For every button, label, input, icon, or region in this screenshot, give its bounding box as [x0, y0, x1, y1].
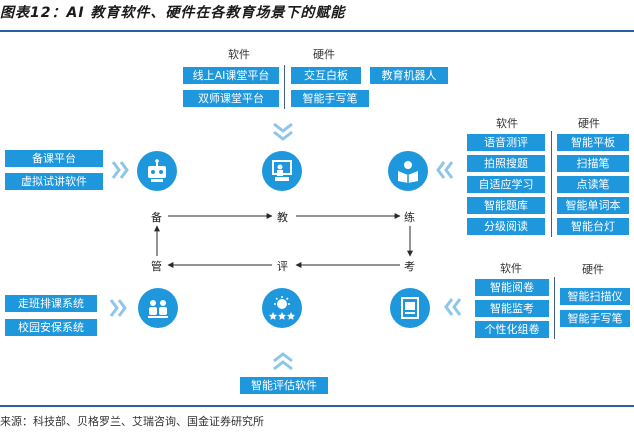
top-software-item: 线上AI课堂平台 — [183, 67, 279, 84]
right-top-hardware-item: 智能台灯 — [557, 218, 629, 235]
node-prepare: 备 — [151, 211, 162, 224]
right-top-software-header: 软件 — [496, 117, 518, 130]
right-bottom-software-item: 智能监考 — [475, 300, 549, 317]
chevron-down-icon — [273, 122, 293, 141]
right-bottom-hardware-header: 硬件 — [582, 263, 604, 276]
left-bottom-software-item: 走班排课系统 — [5, 295, 97, 312]
bottom-divider — [0, 405, 634, 407]
right-bottom-software-item: 智能阅卷 — [475, 279, 549, 296]
node-evaluate: 评 — [277, 260, 288, 273]
right-top-software-item: 拍照搜题 — [467, 155, 545, 172]
chevron-left-icon — [436, 161, 454, 179]
node-manage: 管 — [151, 260, 162, 273]
right-bottom-software-header: 软件 — [500, 262, 522, 275]
chevron-up-icon — [273, 352, 293, 371]
right-top-hardware-item: 点读笔 — [557, 176, 629, 193]
source-note: 来源：科技部、贝格罗兰、艾瑞咨询、国金证券研究所 — [0, 415, 264, 428]
right-top-software-item: 语音测评 — [467, 134, 545, 151]
right-bottom-software-item: 个性化组卷 — [475, 321, 549, 338]
top-hardware-item: 教育机器人 — [370, 67, 448, 84]
right-top-software-item: 自适应学习 — [467, 176, 545, 193]
right-bottom-hardware-item: 智能手写笔 — [560, 310, 630, 327]
chevron-right-icon — [111, 161, 129, 179]
figure-title: 图表12：AI 教育软件、硬件在各教育场景下的赋能 — [0, 5, 346, 21]
left-top-software-item: 备课平台 — [5, 150, 103, 167]
award-stars-icon — [262, 288, 302, 328]
top-hardware-header: 硬件 — [313, 48, 335, 61]
right-top-hardware-item: 智能单词本 — [557, 197, 629, 214]
title-divider — [0, 30, 634, 32]
top-software-item: 双师课堂平台 — [183, 90, 279, 107]
node-exam: 考 — [404, 260, 415, 273]
reader-icon — [388, 151, 428, 191]
top-divider — [284, 65, 285, 109]
right-bottom-divider — [554, 277, 555, 339]
right-top-divider — [551, 131, 552, 237]
robot-icon — [137, 151, 177, 191]
right-top-software-item: 智能题库 — [467, 197, 545, 214]
teacher-icon — [262, 151, 302, 191]
exam-paper-icon — [390, 288, 430, 328]
node-teach: 教 — [277, 211, 288, 224]
right-top-hardware-header: 硬件 — [578, 117, 600, 130]
right-top-hardware-item: 扫描笔 — [557, 155, 629, 172]
team-icon — [138, 288, 178, 328]
node-practice: 练 — [404, 211, 415, 224]
top-hardware-item: 交互白板 — [291, 67, 361, 84]
bottom-software-item: 智能评估软件 — [240, 377, 328, 394]
top-software-header: 软件 — [228, 48, 250, 61]
right-top-hardware-item: 智能平板 — [557, 134, 629, 151]
right-top-software-item: 分级阅读 — [467, 218, 545, 235]
left-top-software-item: 虚拟试讲软件 — [5, 173, 103, 190]
left-bottom-software-item: 校园安保系统 — [5, 319, 97, 336]
top-hardware-item: 智能手写笔 — [291, 90, 369, 107]
chevron-left-icon — [444, 298, 462, 316]
right-bottom-hardware-item: 智能扫描仪 — [560, 288, 630, 305]
chevron-right-icon — [109, 299, 127, 317]
